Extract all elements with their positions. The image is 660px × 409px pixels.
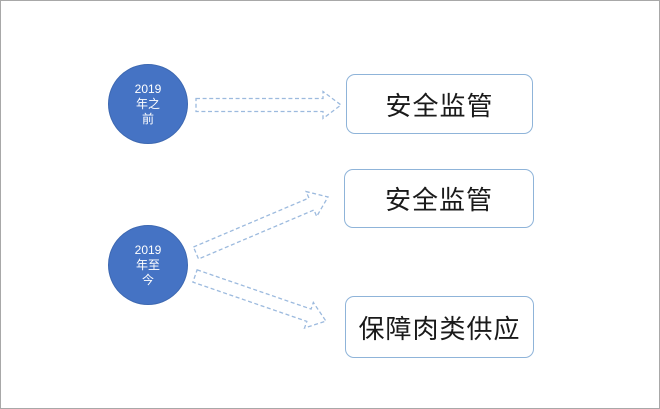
node-period-since-line: 年至 bbox=[135, 257, 160, 272]
node-period-before-line: 年之 bbox=[135, 96, 160, 111]
outcome-box-label: 保障肉类供应 bbox=[358, 313, 521, 344]
node-period-before: 2019 年之 前 bbox=[108, 64, 188, 144]
outcome-box-label: 安全监管 bbox=[384, 185, 493, 215]
arrow-before-to-box0 bbox=[195, 90, 343, 120]
node-period-since: 2019 年至 今 bbox=[108, 225, 188, 305]
node-period-before-line: 前 bbox=[141, 111, 154, 126]
outcome-box-safety-regulation-before: 安全监管 bbox=[346, 74, 533, 134]
outcome-box-safety-regulation-since: 安全监管 bbox=[344, 169, 534, 228]
outcome-box-label: 安全监管 bbox=[385, 90, 494, 121]
node-period-before-line: 2019 bbox=[134, 81, 162, 96]
arrow-since-to-box2 bbox=[192, 269, 327, 330]
node-period-since-line: 2019 bbox=[134, 242, 162, 257]
arrow-since-to-box1 bbox=[192, 190, 329, 260]
outcome-box-meat-supply: 保障肉类供应 bbox=[345, 296, 534, 358]
node-period-since-line: 今 bbox=[141, 272, 154, 287]
